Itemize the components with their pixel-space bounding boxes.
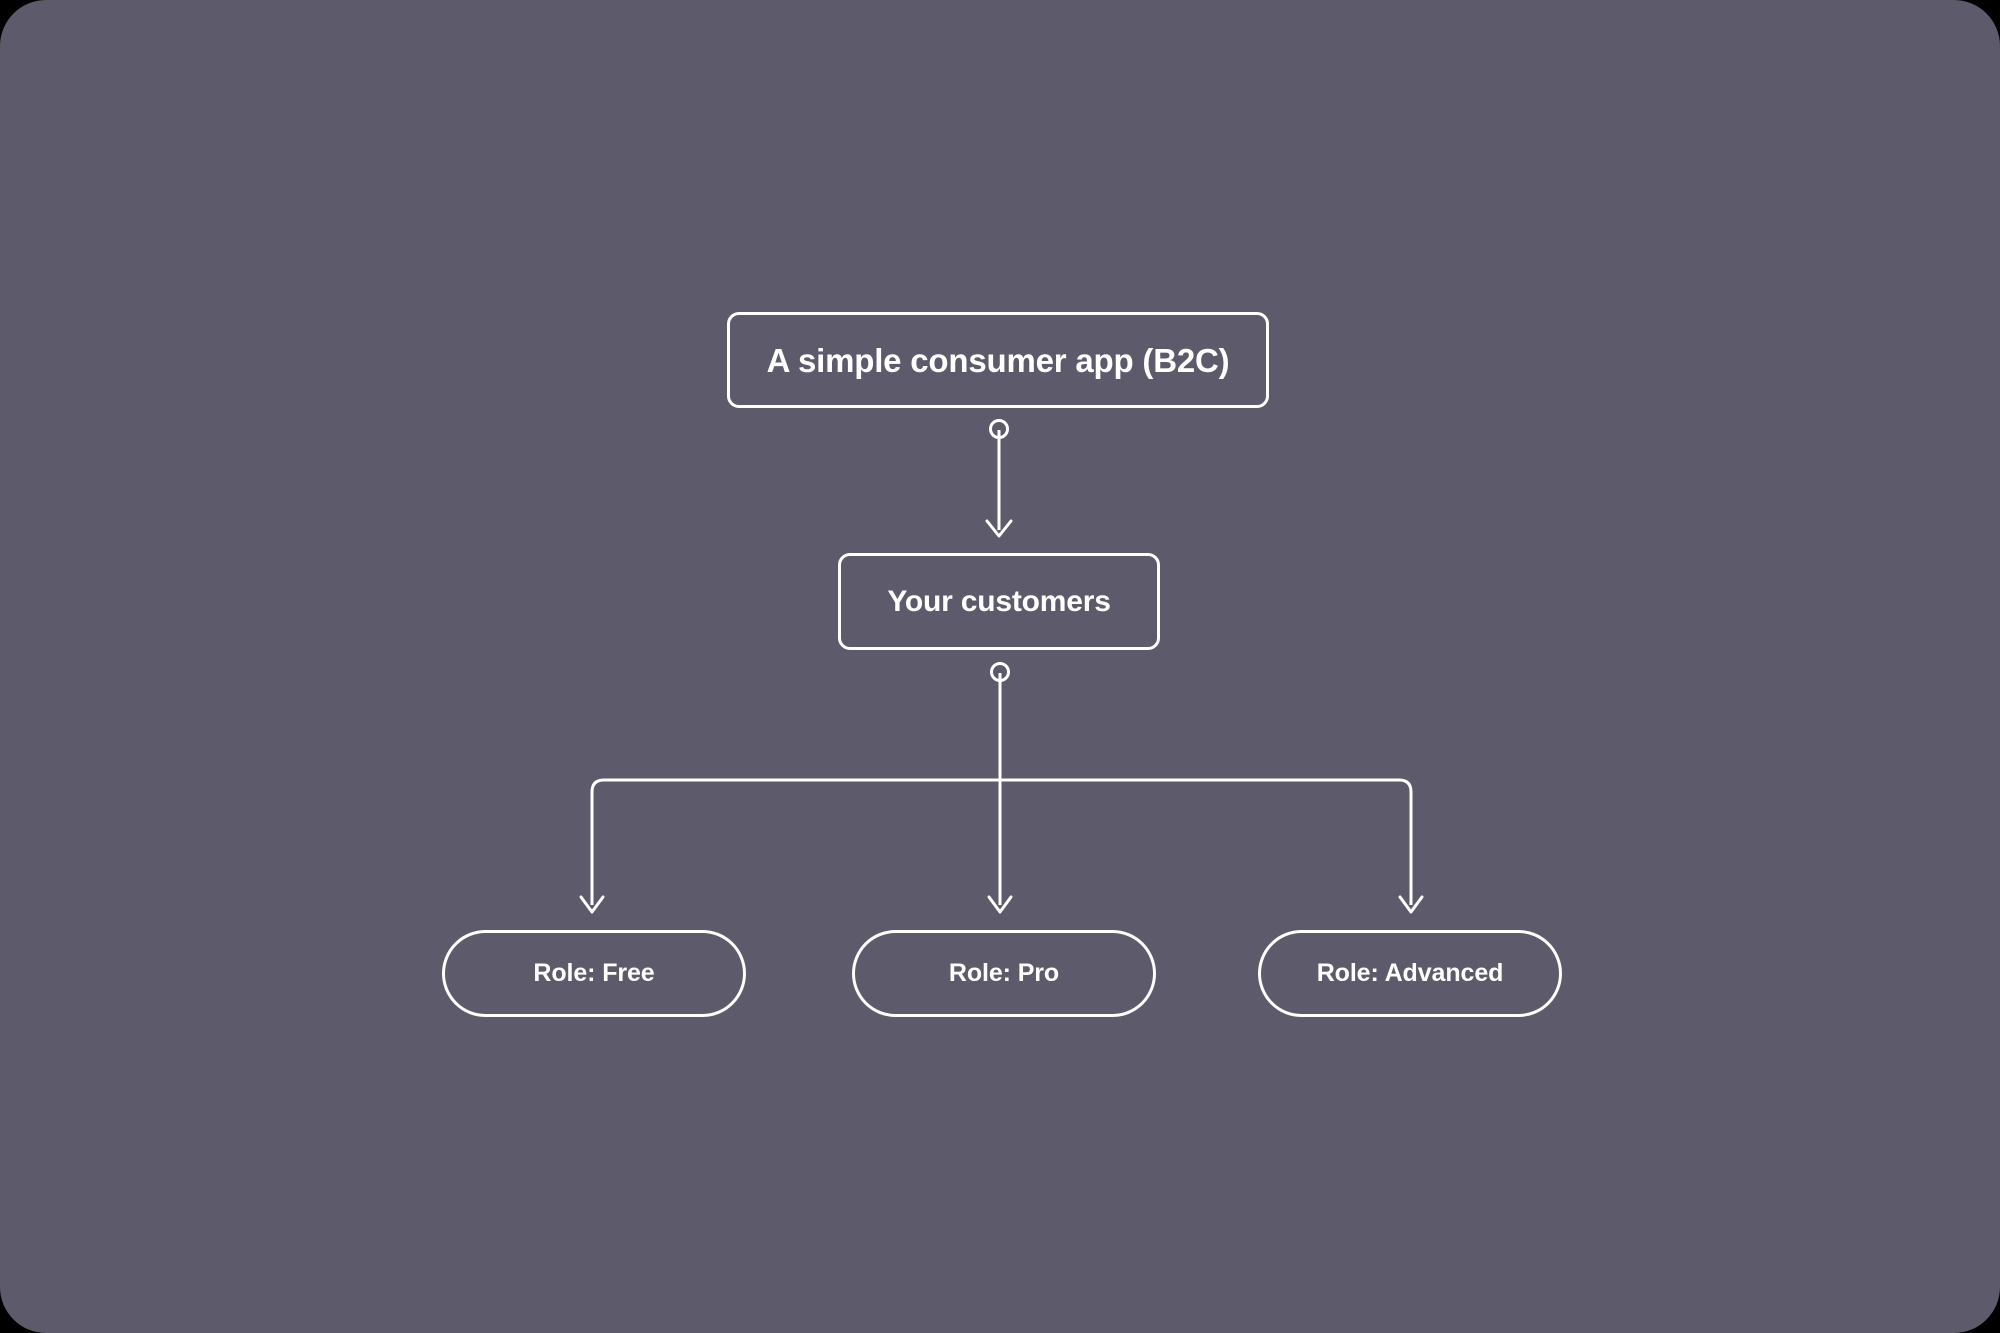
node-label: Role: Pro <box>948 959 1060 987</box>
node-label: Role: Free <box>533 959 655 987</box>
edge-arrowhead <box>987 895 1013 914</box>
edge-customers-to-role-pro <box>987 780 1013 914</box>
edge-source-circle-marker <box>989 419 1009 439</box>
edge-customers-trunk <box>990 662 1010 780</box>
edge-arrowhead <box>1398 895 1424 914</box>
edge-arrowhead <box>579 895 605 914</box>
edge-customers-to-role-free <box>579 778 1000 914</box>
node-label: Role: Advanced <box>1316 959 1504 987</box>
node-role-pro[interactable]: Role: Pro <box>852 930 1156 1017</box>
node-your-customers[interactable]: Your customers <box>838 553 1160 650</box>
edge-line <box>1000 778 1413 905</box>
node-label: A simple consumer app (B2C) <box>766 341 1230 379</box>
edge-arrowhead <box>985 519 1013 538</box>
node-label: Your customers <box>887 584 1111 618</box>
node-role-advanced[interactable]: Role: Advanced <box>1258 930 1562 1017</box>
node-root-app[interactable]: A simple consumer app (B2C) <box>727 312 1269 408</box>
node-role-free[interactable]: Role: Free <box>442 930 746 1017</box>
edge-source-circle-marker <box>990 662 1010 682</box>
edge-customers-to-role-advanced <box>1000 778 1424 914</box>
edge-root-to-customers <box>985 419 1013 538</box>
edge-line <box>590 778 1000 905</box>
